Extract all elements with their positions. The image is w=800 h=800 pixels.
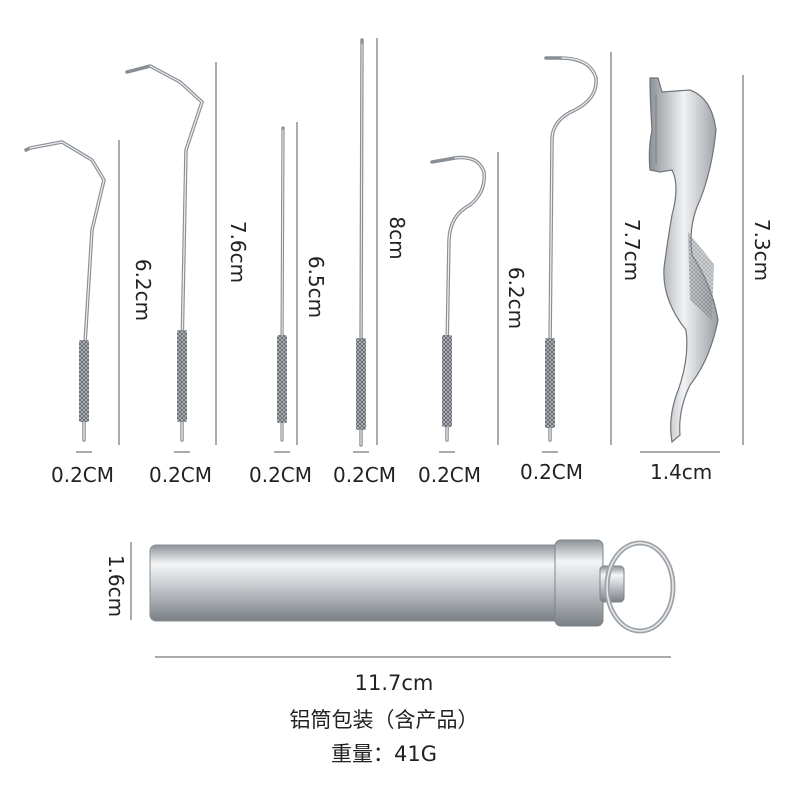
pick-4: [356, 38, 366, 447]
length-label-1: 6.2cm: [131, 258, 155, 322]
length-label-5: 6.2cm: [504, 266, 528, 330]
length-label-7: 7.3cm: [750, 218, 774, 282]
pick-5: [430, 155, 486, 442]
width-label-7: 1.4cm: [650, 460, 713, 484]
width-label-6: 0.2CM: [520, 460, 584, 484]
width-label-1: 0.2CM: [51, 463, 115, 487]
weight-caption: 重量：41G: [331, 742, 437, 766]
packaging-caption: 铝筒包装（含产品）: [289, 708, 479, 732]
aluminum-tube: [149, 539, 676, 634]
pick-2: [125, 64, 205, 442]
floss-pick: [648, 77, 719, 444]
pick-6: [544, 56, 598, 442]
width-label-3: 0.2CM: [249, 463, 313, 487]
width-label-2: 0.2CM: [149, 463, 213, 487]
width-label-5: 0.2CM: [418, 463, 482, 487]
width-label-4: 0.2CM: [333, 463, 397, 487]
pick-1: [24, 140, 106, 442]
length-label-6: 7.7cm: [620, 218, 644, 282]
pick-3: [277, 126, 287, 442]
length-label-4: 8cm: [385, 216, 409, 260]
tube-height-label: 1.6cm: [104, 554, 128, 618]
tube-length-label: 11.7cm: [354, 671, 434, 695]
length-label-2: 7.6cm: [226, 220, 250, 284]
length-label-3: 6.5cm: [304, 255, 328, 319]
